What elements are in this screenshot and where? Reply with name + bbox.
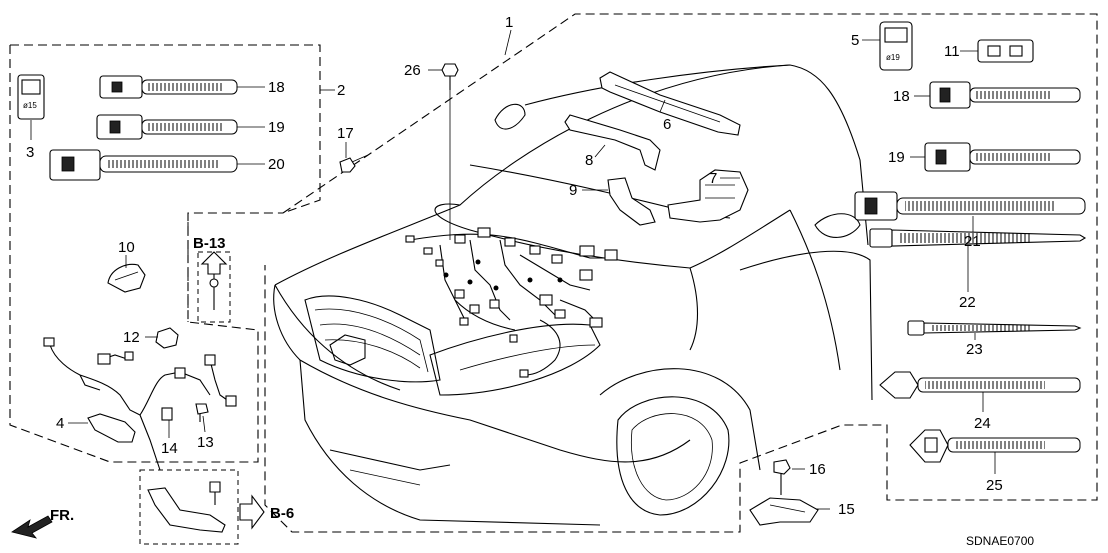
part-5-connector: ø19: [879, 21, 913, 71]
part-26-bolt: [441, 63, 459, 240]
callout-13: 13: [197, 434, 214, 451]
callout-1: 1: [505, 14, 513, 31]
part-11-clip: [977, 39, 1034, 63]
diagram-code: SDNAE0700: [966, 534, 1034, 548]
callout-2: 2: [337, 82, 345, 99]
b6-reference: B-6: [239, 494, 294, 530]
callout-4: 4: [56, 415, 64, 432]
part-25-clip-tie: [909, 429, 1081, 463]
front-direction-indicator: FR.: [11, 507, 74, 539]
part-7-fuse-box-bracket: [667, 169, 749, 223]
callout-numbers: 1 2 3 4 5 6 7 8 9 10 11 12 13 14 15 16 1…: [26, 14, 1003, 518]
callout-16: 16: [809, 461, 826, 478]
part-19-left-clip: [96, 114, 238, 140]
b6-label: B-6: [270, 505, 294, 522]
part-23-cable-tie: [907, 320, 1082, 336]
left-kit-boundary: [9, 44, 321, 463]
b13-reference: B-13: [193, 235, 228, 275]
part-22-cable-tie: [869, 228, 1087, 248]
callout-19-right: 19: [888, 149, 905, 166]
callout-10: 10: [118, 239, 135, 256]
part-17-bolt: [339, 154, 369, 173]
callout-26: 26: [404, 62, 421, 79]
part-3-connector: ø15: [17, 74, 45, 120]
b6-bracket: [147, 481, 226, 533]
part-20-clip: [49, 149, 238, 181]
leader-lines: [30, 29, 996, 510]
part-8-harness-cover: [564, 114, 661, 171]
part-12-connector: [155, 327, 179, 349]
part-5-size-marking: ø19: [886, 53, 900, 62]
engine-wire-harness: [405, 227, 618, 378]
sub-harness-left: [43, 337, 237, 471]
callout-11: 11: [944, 43, 960, 60]
callout-5: 5: [851, 32, 859, 49]
part-24-clip-tie: [879, 371, 1081, 399]
part-6-harness-cover: [599, 71, 741, 136]
callout-14: 14: [161, 440, 178, 457]
callout-6: 6: [663, 116, 671, 133]
part-19-right-clip: [924, 142, 1081, 172]
callout-18-right: 18: [893, 88, 910, 105]
part-21-clip: [854, 191, 1086, 221]
b13-label: B-13: [193, 235, 226, 252]
main-harness-boundary: [264, 13, 1098, 533]
callout-7: 7: [709, 170, 717, 187]
callout-3: 3: [26, 144, 34, 161]
part-16-bolt: [773, 459, 791, 495]
part-18-right-clip: [929, 81, 1081, 109]
callout-22: 22: [959, 294, 976, 311]
callout-24: 24: [974, 415, 991, 432]
part-9-bracket: [607, 177, 656, 226]
callout-17: 17: [337, 125, 354, 142]
callout-19-left: 19: [268, 119, 285, 136]
callout-23: 23: [966, 341, 983, 358]
callout-18-left: 18: [268, 79, 285, 96]
callout-25: 25: [986, 477, 1003, 494]
front-direction-label: FR.: [50, 507, 74, 524]
callout-20: 20: [268, 156, 285, 173]
vehicle-body-outline: [273, 64, 873, 526]
callout-8: 8: [585, 152, 593, 169]
part-3-size-marking: ø15: [23, 101, 37, 110]
callout-9: 9: [569, 182, 577, 199]
callout-15: 15: [838, 501, 855, 518]
callout-21: 21: [964, 233, 981, 250]
callout-12: 12: [123, 329, 140, 346]
b6-bracket-box: [139, 469, 239, 545]
part-13-bolt: [195, 403, 209, 422]
part-18-left-clip: [99, 75, 238, 99]
part-15-bracket: [749, 497, 819, 526]
part-14-clip: [161, 407, 173, 421]
part-4-bracket: [87, 413, 136, 443]
part-10-cover: [107, 263, 146, 293]
